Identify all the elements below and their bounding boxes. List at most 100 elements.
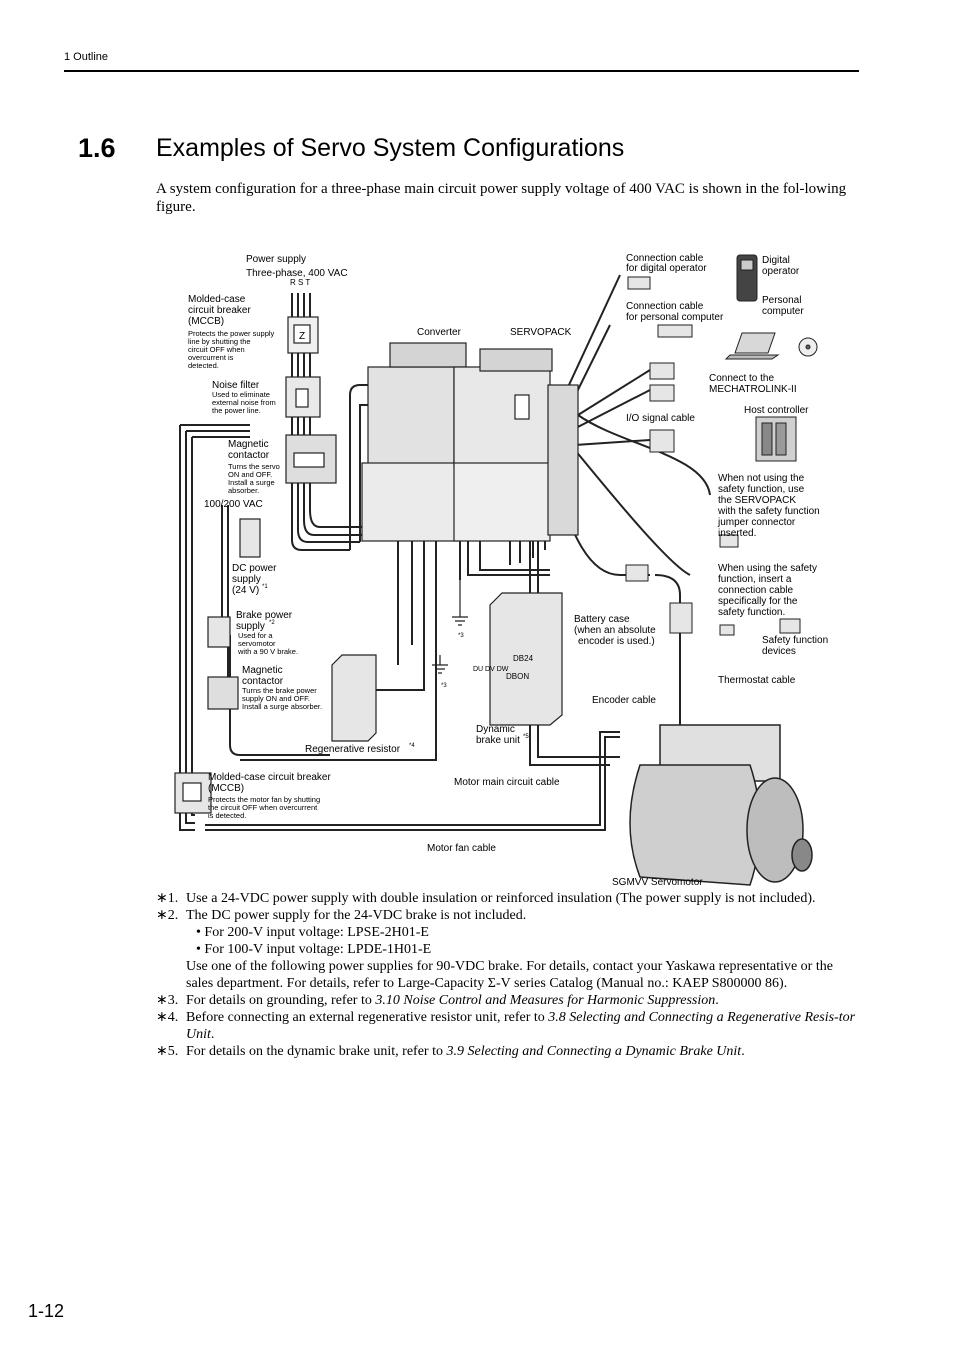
converter-unit xyxy=(361,342,467,542)
header-rule xyxy=(64,70,859,72)
servomotor xyxy=(629,724,813,886)
label-regen-ref: *4 xyxy=(409,743,415,749)
label-encoder-cable: Encoder cable xyxy=(592,695,656,706)
label-no-safety-6: inserted. xyxy=(718,528,756,539)
label-no-safety-1: When not using the xyxy=(718,473,805,484)
label-noise-desc-2: external noise from xyxy=(212,398,276,407)
label-converter: Converter xyxy=(417,327,462,338)
label-mccb1-desc-1: Protects the power supply xyxy=(188,329,275,338)
label-mccb2-desc-3: is detected. xyxy=(208,811,246,820)
label-with-safety-4: specifically for the xyxy=(718,596,798,607)
footnotes: ∗1. Use a 24-VDC power supply with double… xyxy=(156,890,858,1060)
label-dc-power-3: (24 V) xyxy=(232,585,259,596)
note-4-mark: ∗4. xyxy=(156,1010,179,1025)
label-pc-1: Personal xyxy=(762,295,801,306)
label-dynamic-brake-2: brake unit xyxy=(476,735,520,746)
label-cable-pc-1: Connection cable xyxy=(626,301,704,312)
label-no-safety-5: jumper connector xyxy=(717,517,796,528)
note-3-end: . xyxy=(715,993,719,1008)
label-dynamic-brake-ref: *5 xyxy=(523,734,529,740)
label-rst: R S T xyxy=(290,278,310,287)
label-mccb1-desc-4: overcurrent is xyxy=(188,353,234,362)
note-2: ∗2. The DC power supply for the 24-VDC br… xyxy=(156,907,858,924)
noise-filter xyxy=(285,376,321,418)
note-1-mark: ∗1. xyxy=(156,891,179,906)
label-with-safety-2: function, insert a xyxy=(718,574,792,585)
note-4: ∗4.Before connecting an external regener… xyxy=(156,1009,858,1043)
label-safety-devices-2: devices xyxy=(762,646,796,657)
label-cable-digital-2: for digital operator xyxy=(626,263,707,274)
label-mc2-desc-3: Install a surge absorber. xyxy=(242,702,322,711)
personal-computer-icon xyxy=(724,332,818,360)
note-4-end: . xyxy=(210,1027,215,1042)
brake-power-supply xyxy=(207,616,231,648)
label-mc1-desc-1: Turns the servo xyxy=(228,462,280,471)
label-mechatrolink-2: MECHATROLINK-II xyxy=(709,384,797,395)
label-noise-desc-1: Used to eliminate xyxy=(212,390,270,399)
label-mc2-title-1: Magnetic xyxy=(242,665,283,676)
label-brake-ref: *2 xyxy=(269,620,275,626)
label-host-controller: Host controller xyxy=(744,405,809,416)
label-mccb2-desc-1: Protects the motor fan by shutting xyxy=(208,795,320,804)
label-battery-3: encoder is used.) xyxy=(578,636,655,647)
regenerative-resistor xyxy=(331,654,377,742)
label-cable-digital-1: Connection cable xyxy=(626,253,704,264)
label-io-cable: I/O signal cable xyxy=(626,413,695,424)
label-mc1-desc-3: Install a surge xyxy=(228,478,275,487)
label-mechatrolink-1: Connect to the xyxy=(709,373,774,384)
note-5-mark: ∗5. xyxy=(156,1044,179,1059)
label-pc-2: computer xyxy=(762,306,804,317)
label-motor-main-cable: Motor main circuit cable xyxy=(454,777,560,788)
label-mc1-title-1: Magnetic xyxy=(228,439,269,450)
label-ground-ref-1: *3 xyxy=(458,633,464,639)
note-3-text: For details on grounding, refer to xyxy=(186,993,376,1008)
note-2-text: The DC power supply for the 24-VDC brake… xyxy=(186,908,527,923)
label-with-safety-3: connection cable xyxy=(718,585,793,596)
host-controller-icon xyxy=(755,416,797,462)
mccb-main: Z xyxy=(287,316,319,354)
svg-text:Z: Z xyxy=(299,331,305,342)
label-dc-power-1: DC power xyxy=(232,563,277,574)
servopack-unit xyxy=(453,348,579,542)
note-2-para-end: (Manual no.: KAEP S800000 86). xyxy=(592,976,788,991)
note-2-bullet-2: • For 100-V input voltage: LPDE-1H01-E xyxy=(196,942,432,957)
label-digital-operator-2: operator xyxy=(762,266,800,277)
note-4-ref-link[interactable]: 3.8 Selecting and Connecting a Regenerat… xyxy=(186,1010,856,1042)
label-brake-desc-3: with a 90 V brake. xyxy=(237,647,298,656)
note-3: ∗3.For details on grounding, refer to 3.… xyxy=(156,992,858,1009)
label-mc2-title-2: contactor xyxy=(242,676,284,687)
label-mc1-desc-4: absorber. xyxy=(228,486,259,495)
label-ground-ref-2: *3 xyxy=(441,683,447,689)
label-db24: DB24 xyxy=(513,654,534,663)
dc-power-supply xyxy=(239,518,261,558)
note-2-catalog-ref[interactable]: Large-Capacity Σ-V series Catalog xyxy=(397,976,593,991)
connector-icons xyxy=(625,276,801,636)
label-safety-devices-1: Safety function xyxy=(762,635,828,646)
section-title: Examples of Servo System Configurations xyxy=(156,134,625,162)
label-battery-2: (when an absolute xyxy=(574,625,656,636)
label-mccb1-title-3: (MCCB) xyxy=(188,316,224,327)
label-mccb1-title-1: Molded-case xyxy=(188,294,246,305)
note-1: ∗1. Use a 24-VDC power supply with double… xyxy=(156,890,858,907)
label-servomotor: SGMVV Servomotor xyxy=(612,877,703,888)
running-header: 1 Outline xyxy=(64,51,109,63)
label-no-safety-2: safety function, use xyxy=(718,484,805,495)
note-2-para-text: Use one of the following power supplies … xyxy=(186,959,833,991)
mccb-fan xyxy=(174,772,212,814)
label-noise-filter: Noise filter xyxy=(212,380,260,391)
section-number: 1.6 xyxy=(78,133,116,163)
note-5-ref-link[interactable]: 3.9 Selecting and Connecting a Dynamic B… xyxy=(446,1044,742,1059)
label-dbon: DBON xyxy=(506,672,529,681)
label-dynamic-brake-1: Dynamic xyxy=(476,724,515,735)
note-3-ref-link[interactable]: 3.10 Noise Control and Measures for Harm… xyxy=(375,993,716,1008)
label-power-supply: Power supply xyxy=(246,254,306,265)
label-no-safety-3: the SERVOPACK xyxy=(718,495,796,506)
intro-paragraph: A system configuration for a three-phase… xyxy=(156,181,847,215)
note-2-bullet-1: • For 200-V input voltage: LPSE-2H01-E xyxy=(196,925,429,940)
note-1-text: Use a 24-VDC power supply with double in… xyxy=(186,891,816,906)
label-mccb1-desc-5: detected. xyxy=(188,361,219,370)
note-2-para: Use one of the following power supplies … xyxy=(156,958,858,992)
label-regen: Regenerative resistor xyxy=(305,744,401,755)
note-2-mark: ∗2. xyxy=(156,908,179,923)
label-brake-2: supply xyxy=(236,621,265,632)
